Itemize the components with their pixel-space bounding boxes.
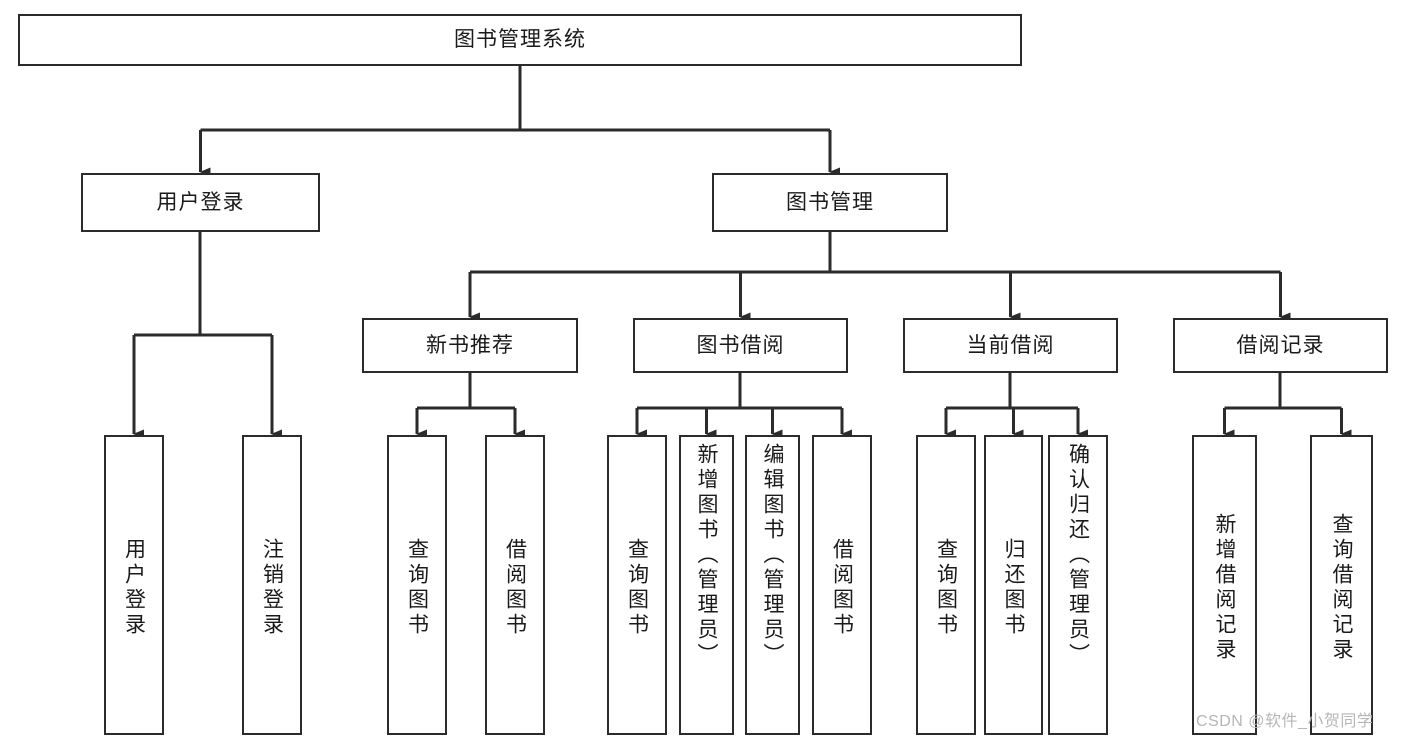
node-current-borrow[interactable]: 当前借阅 [903,318,1118,373]
node-label-root: 图书管理系统 [454,28,586,52]
node-label-current-borrow: 当前借阅 [966,333,1055,357]
node-root[interactable]: 图书管理系统 [18,14,1022,66]
node-new-book-rec[interactable]: 新书推荐 [362,318,578,373]
node-label-leaf-edit-book: 编辑图书（管理员） [761,443,784,668]
node-leaf-query-book-3[interactable]: 查询图书 [916,435,976,735]
node-label-new-book-rec: 新书推荐 [426,333,514,357]
node-borrow-record[interactable]: 借阅记录 [1173,318,1388,373]
node-leaf-query-book-2[interactable]: 查询图书 [607,435,667,735]
node-label-leaf-confirm-return: 确认归还（管理员） [1066,443,1090,668]
node-label-leaf-return-book: 归还图书 [1002,538,1025,638]
node-leaf-add-book[interactable]: 新增图书（管理员） [679,435,734,735]
node-leaf-user-login[interactable]: 用户登录 [104,435,164,735]
node-leaf-add-record[interactable]: 新增借阅记录 [1192,435,1257,735]
node-book-borrow[interactable]: 图书借阅 [633,318,848,373]
node-label-book-borrow: 图书借阅 [696,333,785,357]
node-label-leaf-borrow-book-2: 借阅图书 [830,538,854,638]
node-leaf-edit-book[interactable]: 编辑图书（管理员） [745,435,800,735]
node-leaf-return-book[interactable]: 归还图书 [984,435,1043,735]
node-label-borrow-record: 借阅记录 [1236,333,1325,357]
connector-group [132,66,1352,439]
node-label-leaf-query-book-1: 查询图书 [405,538,429,638]
node-label-leaf-query-book-3: 查询图书 [934,538,958,638]
node-book-manage[interactable]: 图书管理 [712,173,948,232]
node-label-user-login: 用户登录 [156,190,245,214]
node-leaf-borrow-book-2[interactable]: 借阅图书 [812,435,872,735]
node-label-leaf-borrow-book-1: 借阅图书 [503,538,527,638]
node-label-leaf-query-record: 查询借阅记录 [1330,513,1353,663]
node-leaf-borrow-book-1[interactable]: 借阅图书 [485,435,545,735]
node-label-leaf-logout: 注销登录 [260,538,284,638]
node-user-login[interactable]: 用户登录 [81,173,320,232]
node-label-leaf-user-login: 用户登录 [122,538,146,638]
node-leaf-confirm-return[interactable]: 确认归还（管理员） [1048,435,1108,735]
node-leaf-logout[interactable]: 注销登录 [242,435,302,735]
node-label-leaf-add-record: 新增借阅记录 [1213,513,1236,663]
node-label-leaf-add-book: 新增图书（管理员） [695,443,718,668]
node-leaf-query-book-1[interactable]: 查询图书 [387,435,447,735]
node-label-leaf-query-book-2: 查询图书 [625,538,649,638]
node-leaf-query-record[interactable]: 查询借阅记录 [1310,435,1373,735]
node-label-book-manage: 图书管理 [786,190,874,214]
